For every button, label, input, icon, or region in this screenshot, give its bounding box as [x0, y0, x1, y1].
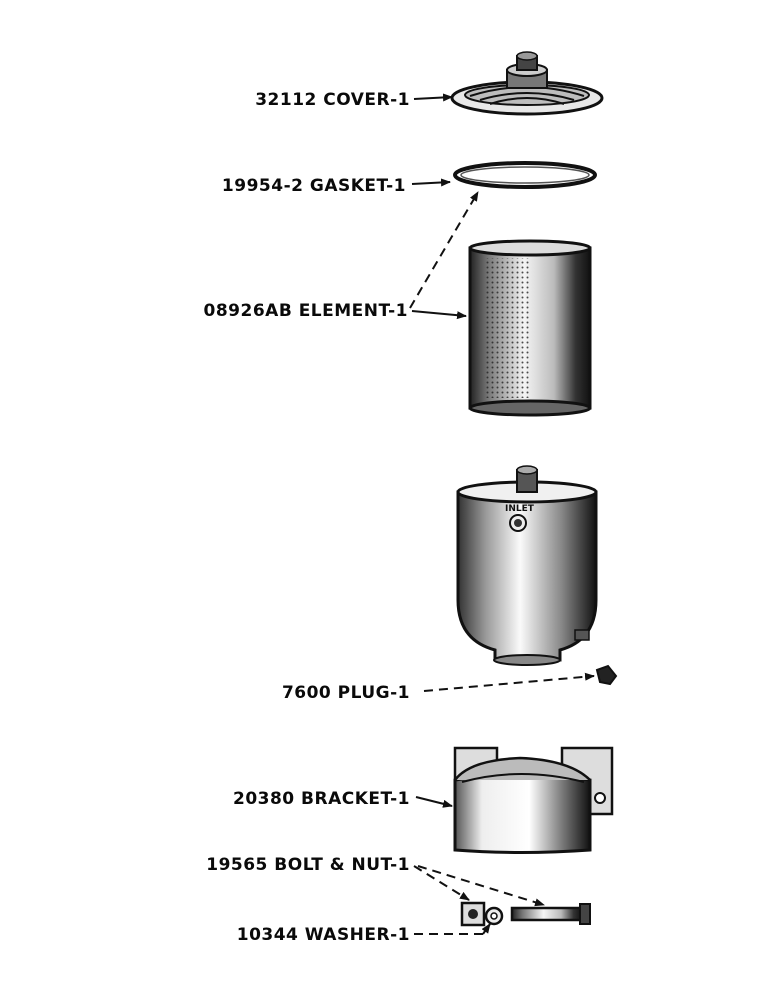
washer-part: [484, 906, 504, 926]
bolt-nut-part: [460, 901, 591, 927]
bracket-label: 20380 BRACKET-1: [233, 789, 410, 809]
cover-part: [450, 51, 604, 116]
filter-housing: [456, 465, 598, 666]
inlet-label: INLET: [505, 504, 535, 514]
washer-label: 10344 WASHER-1: [237, 925, 410, 945]
cover-label: 32112 COVER-1: [255, 90, 410, 110]
element-part: [468, 239, 592, 417]
element-label: 08926AB ELEMENT-1: [204, 301, 408, 321]
bolt-nut-label: 19565 BOLT & NUT-1: [206, 855, 410, 875]
plug-part: [595, 664, 618, 686]
bracket-part: [453, 746, 614, 854]
gasket-part: [453, 161, 597, 189]
gasket-label: 19954-2 GASKET-1: [222, 176, 406, 196]
plug-label: 7600 PLUG-1: [282, 683, 410, 703]
